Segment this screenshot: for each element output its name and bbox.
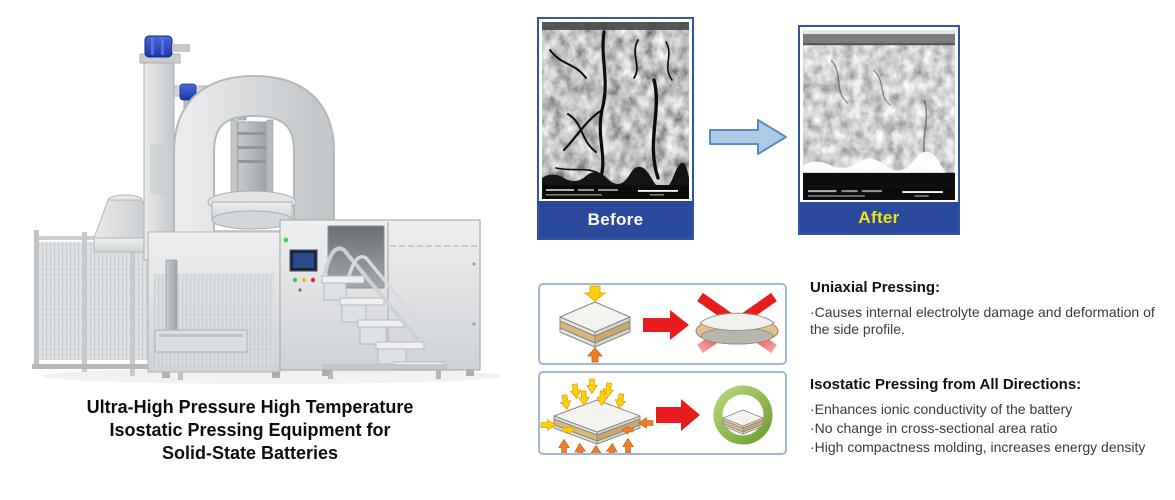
machine-feet <box>162 370 474 378</box>
battery-cell-diagram <box>559 301 631 348</box>
after-label: After <box>858 207 900 227</box>
before-card: Before <box>537 17 694 240</box>
control-panel <box>283 237 318 292</box>
compact-cell-diagram <box>722 409 764 435</box>
isostatic-bullet-1: ·Enhances ionic conductivity of the batt… <box>810 401 1073 417</box>
machine-render <box>32 35 500 384</box>
isostatic-diagram-panel <box>538 371 787 455</box>
indicator-red <box>310 277 316 283</box>
pressing-text-block: Uniaxial Pressing: ·Causes internal elec… <box>810 279 1155 458</box>
after-label-band: After <box>800 202 958 233</box>
red-arrow-icon <box>656 399 700 431</box>
indicator-yellow <box>301 277 307 283</box>
status-led-green <box>283 237 289 243</box>
sem-info-bar <box>803 186 955 201</box>
uniaxial-bullet: ·Causes internal electrolyte damage and … <box>810 304 1155 337</box>
uniaxial-diagram-panel <box>538 283 787 365</box>
crack-lines <box>549 30 673 182</box>
access-stairs <box>321 246 448 379</box>
caption-line-2: Isostatic Pressing Equipment for <box>109 420 391 440</box>
uniaxial-heading: Uniaxial Pressing: <box>810 279 941 296</box>
indicator-green <box>292 277 298 283</box>
caption-line-3: Solid-State Batteries <box>161 443 339 463</box>
green-ring-icon <box>713 385 773 445</box>
before-sem-image <box>539 19 692 201</box>
press-down-arrow-icon <box>583 285 607 302</box>
red-arrow-icon <box>643 310 689 340</box>
after-card: After <box>798 25 960 235</box>
deformed-cell-diagram <box>695 312 779 345</box>
right-arrow-icon <box>709 119 787 155</box>
left-cabinet <box>147 231 281 373</box>
arch-frame <box>173 74 335 232</box>
before-label: Before <box>587 209 644 229</box>
press-up-arrow-icon <box>587 347 603 363</box>
after-sem-image <box>800 27 958 202</box>
machine-caption: Ultra-High Pressure High Temperature Iso… <box>35 396 465 465</box>
hopper <box>93 194 157 253</box>
isostatic-heading: Isostatic Pressing from All Directions: <box>810 376 1082 393</box>
sem-info-bar <box>542 185 689 199</box>
isostatic-bullet-3: ·High compactness molding, increases ene… <box>810 439 1146 455</box>
caption-line-1: Ultra-High Pressure High Temperature <box>86 397 414 417</box>
before-label-band: Before <box>539 201 692 238</box>
press-vessel <box>207 119 297 230</box>
isostatic-bullet-2: ·No change in cross-sectional area ratio <box>810 420 1058 436</box>
